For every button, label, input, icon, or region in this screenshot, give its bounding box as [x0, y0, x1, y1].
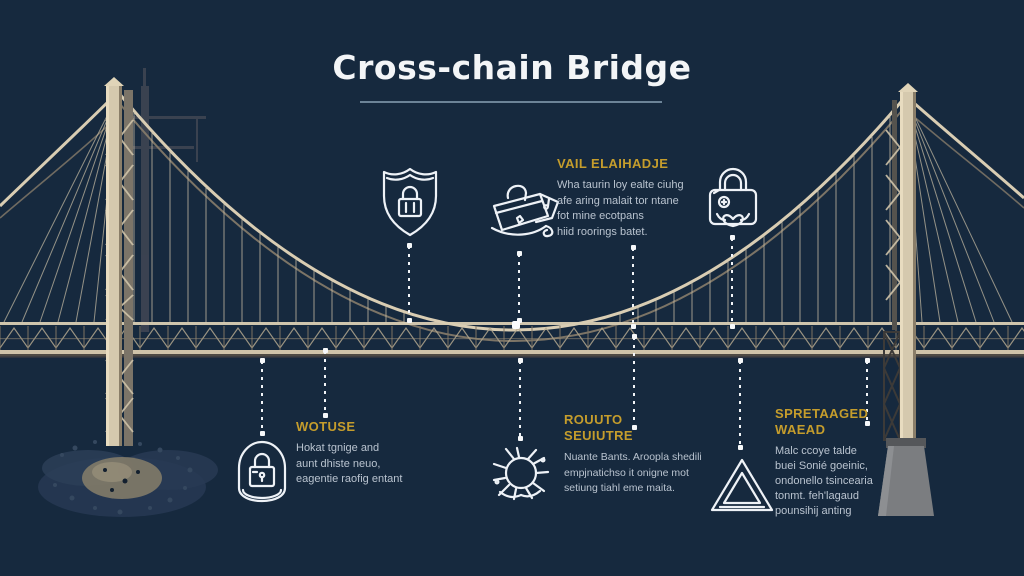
callout-spread-heading: SPRETAAGED WAEAD	[775, 406, 869, 437]
callout-top-body: Wha taurin loy ealte ciuhg afe aring mal…	[557, 179, 684, 238]
rock-mound	[38, 435, 218, 517]
connector-line-gear	[517, 358, 523, 441]
callout-top: VAIL ELAIHADJE Wha taurin loy ealte ciuh…	[557, 156, 722, 240]
connector-line-shield	[406, 243, 412, 323]
connector-line-wotuse	[322, 348, 328, 418]
callout-wotuse-body: Hokat tgnige and aunt dhiste neuo, eagen…	[296, 442, 403, 485]
gear-icon	[486, 442, 556, 504]
warning-triangle-icon	[706, 452, 778, 518]
callout-rouuto: ROUUTO SEUIUTRE Nuante Bants. Aroopla sh…	[564, 412, 749, 497]
connector-line-ribbon-lock	[516, 251, 522, 323]
callout-top-heading: VAIL ELAIHADJE	[557, 156, 669, 171]
right-tower	[878, 83, 934, 516]
main-cable	[0, 90, 1024, 342]
back-mast	[128, 68, 206, 332]
connector-line-padlock	[729, 235, 735, 329]
lock-ribbon-icon	[482, 172, 560, 250]
callout-rouuto-body: Nuante Bants. Aroopla shedili empjnatich…	[564, 451, 702, 494]
callout-rouuto-heading: ROUUTO SEUIUTRE	[564, 412, 633, 443]
connector-line-rouuto	[631, 334, 637, 430]
title-underline	[360, 101, 662, 103]
capsule-lock-icon	[231, 436, 293, 506]
deck-junction-dot	[512, 321, 520, 329]
callout-wotuse: WOTUSE Hokat tgnige and aunt dhiste neuo…	[296, 419, 456, 488]
connector-line-top-text	[630, 245, 636, 329]
tower-pedestal	[878, 438, 934, 516]
suspender-cables	[133, 111, 891, 323]
callout-wotuse-heading: WOTUSE	[296, 419, 356, 434]
connector-line-spread	[864, 358, 870, 426]
connector-line-triangle	[737, 358, 743, 450]
connector-line-capsule	[259, 358, 265, 436]
shield-lock-icon	[378, 162, 442, 240]
callout-spread-body: Malc ccoye talde buei Sonié goeinic, ond…	[775, 445, 873, 517]
left-tower	[104, 77, 134, 446]
padlock-heart-icon	[702, 162, 764, 232]
page-title: Cross-chain Bridge	[332, 48, 692, 87]
callout-spread: SPRETAAGED WAEAD Malc ccoye talde buei S…	[775, 406, 895, 519]
